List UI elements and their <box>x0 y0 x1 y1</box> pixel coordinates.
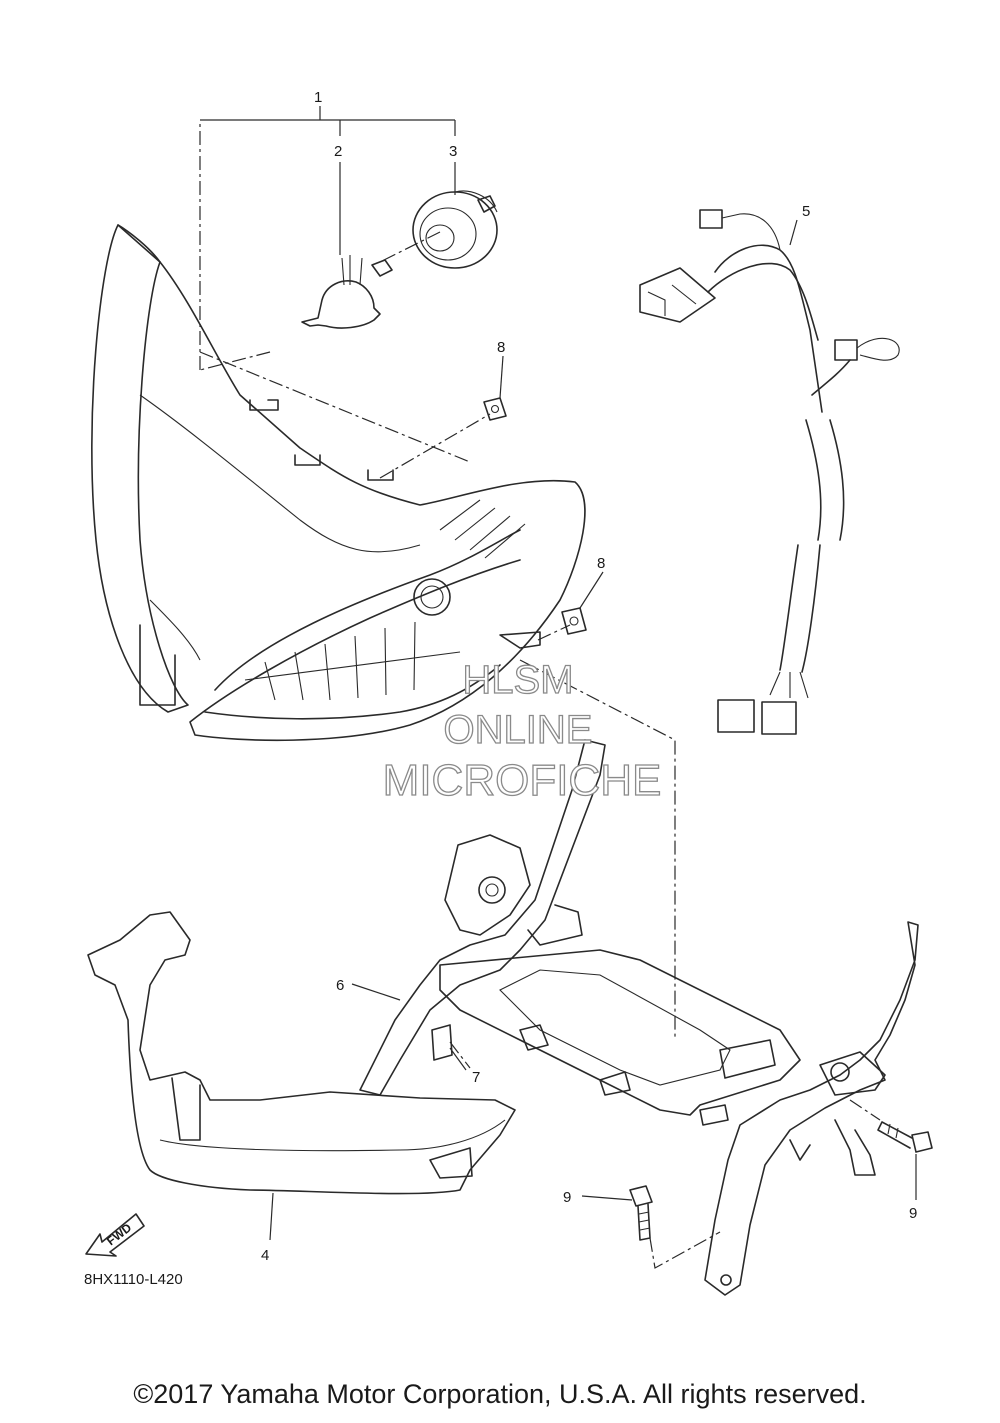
headlight-bulb[interactable] <box>301 255 393 329</box>
callout-7: 7 <box>472 1069 480 1086</box>
callout-5: 5 <box>802 203 810 220</box>
callout-8-lower: 8 <box>597 555 605 572</box>
clip-nut-lower[interactable] <box>561 607 587 635</box>
headlight-assembly[interactable] <box>91 224 586 742</box>
watermark-line-2: ONLINE <box>444 708 593 752</box>
copyright-notice: ©2017 Yamaha Motor Corporation, U.S.A. A… <box>133 1379 867 1409</box>
headlight-stay-frame[interactable] <box>359 739 919 1296</box>
watermark-line-3: MICROFICHE <box>383 756 662 805</box>
callout-9-right: 9 <box>909 1205 917 1222</box>
callout-8-upper: 8 <box>497 339 505 356</box>
callout-6: 6 <box>336 977 344 994</box>
fwd-arrow-icon: FWD <box>85 1213 145 1257</box>
callout-4: 4 <box>261 1247 269 1264</box>
bulb-socket-cover[interactable] <box>412 190 498 269</box>
bolt-lower[interactable] <box>629 1185 653 1241</box>
bolt-right[interactable] <box>877 1121 933 1153</box>
headlight-stay-left[interactable] <box>87 911 516 1195</box>
callout-9-left: 9 <box>563 1189 571 1206</box>
callout-3: 3 <box>449 143 457 160</box>
reference-lines <box>199 120 881 1269</box>
clip-nut-upper[interactable] <box>483 397 507 421</box>
callout-labels: 1 2 3 4 5 6 7 8 8 9 9 <box>261 89 917 1264</box>
watermark-line-1: HLSM <box>462 658 573 702</box>
callout-2: 2 <box>334 143 342 160</box>
wire-harness[interactable] <box>639 209 900 735</box>
watermark: HLSM ONLINE MICROFICHE <box>382 657 662 805</box>
callout-1: 1 <box>314 89 322 106</box>
callout-leaders <box>200 106 917 1241</box>
diagram-code: 8HX1110-L420 <box>84 1271 183 1288</box>
